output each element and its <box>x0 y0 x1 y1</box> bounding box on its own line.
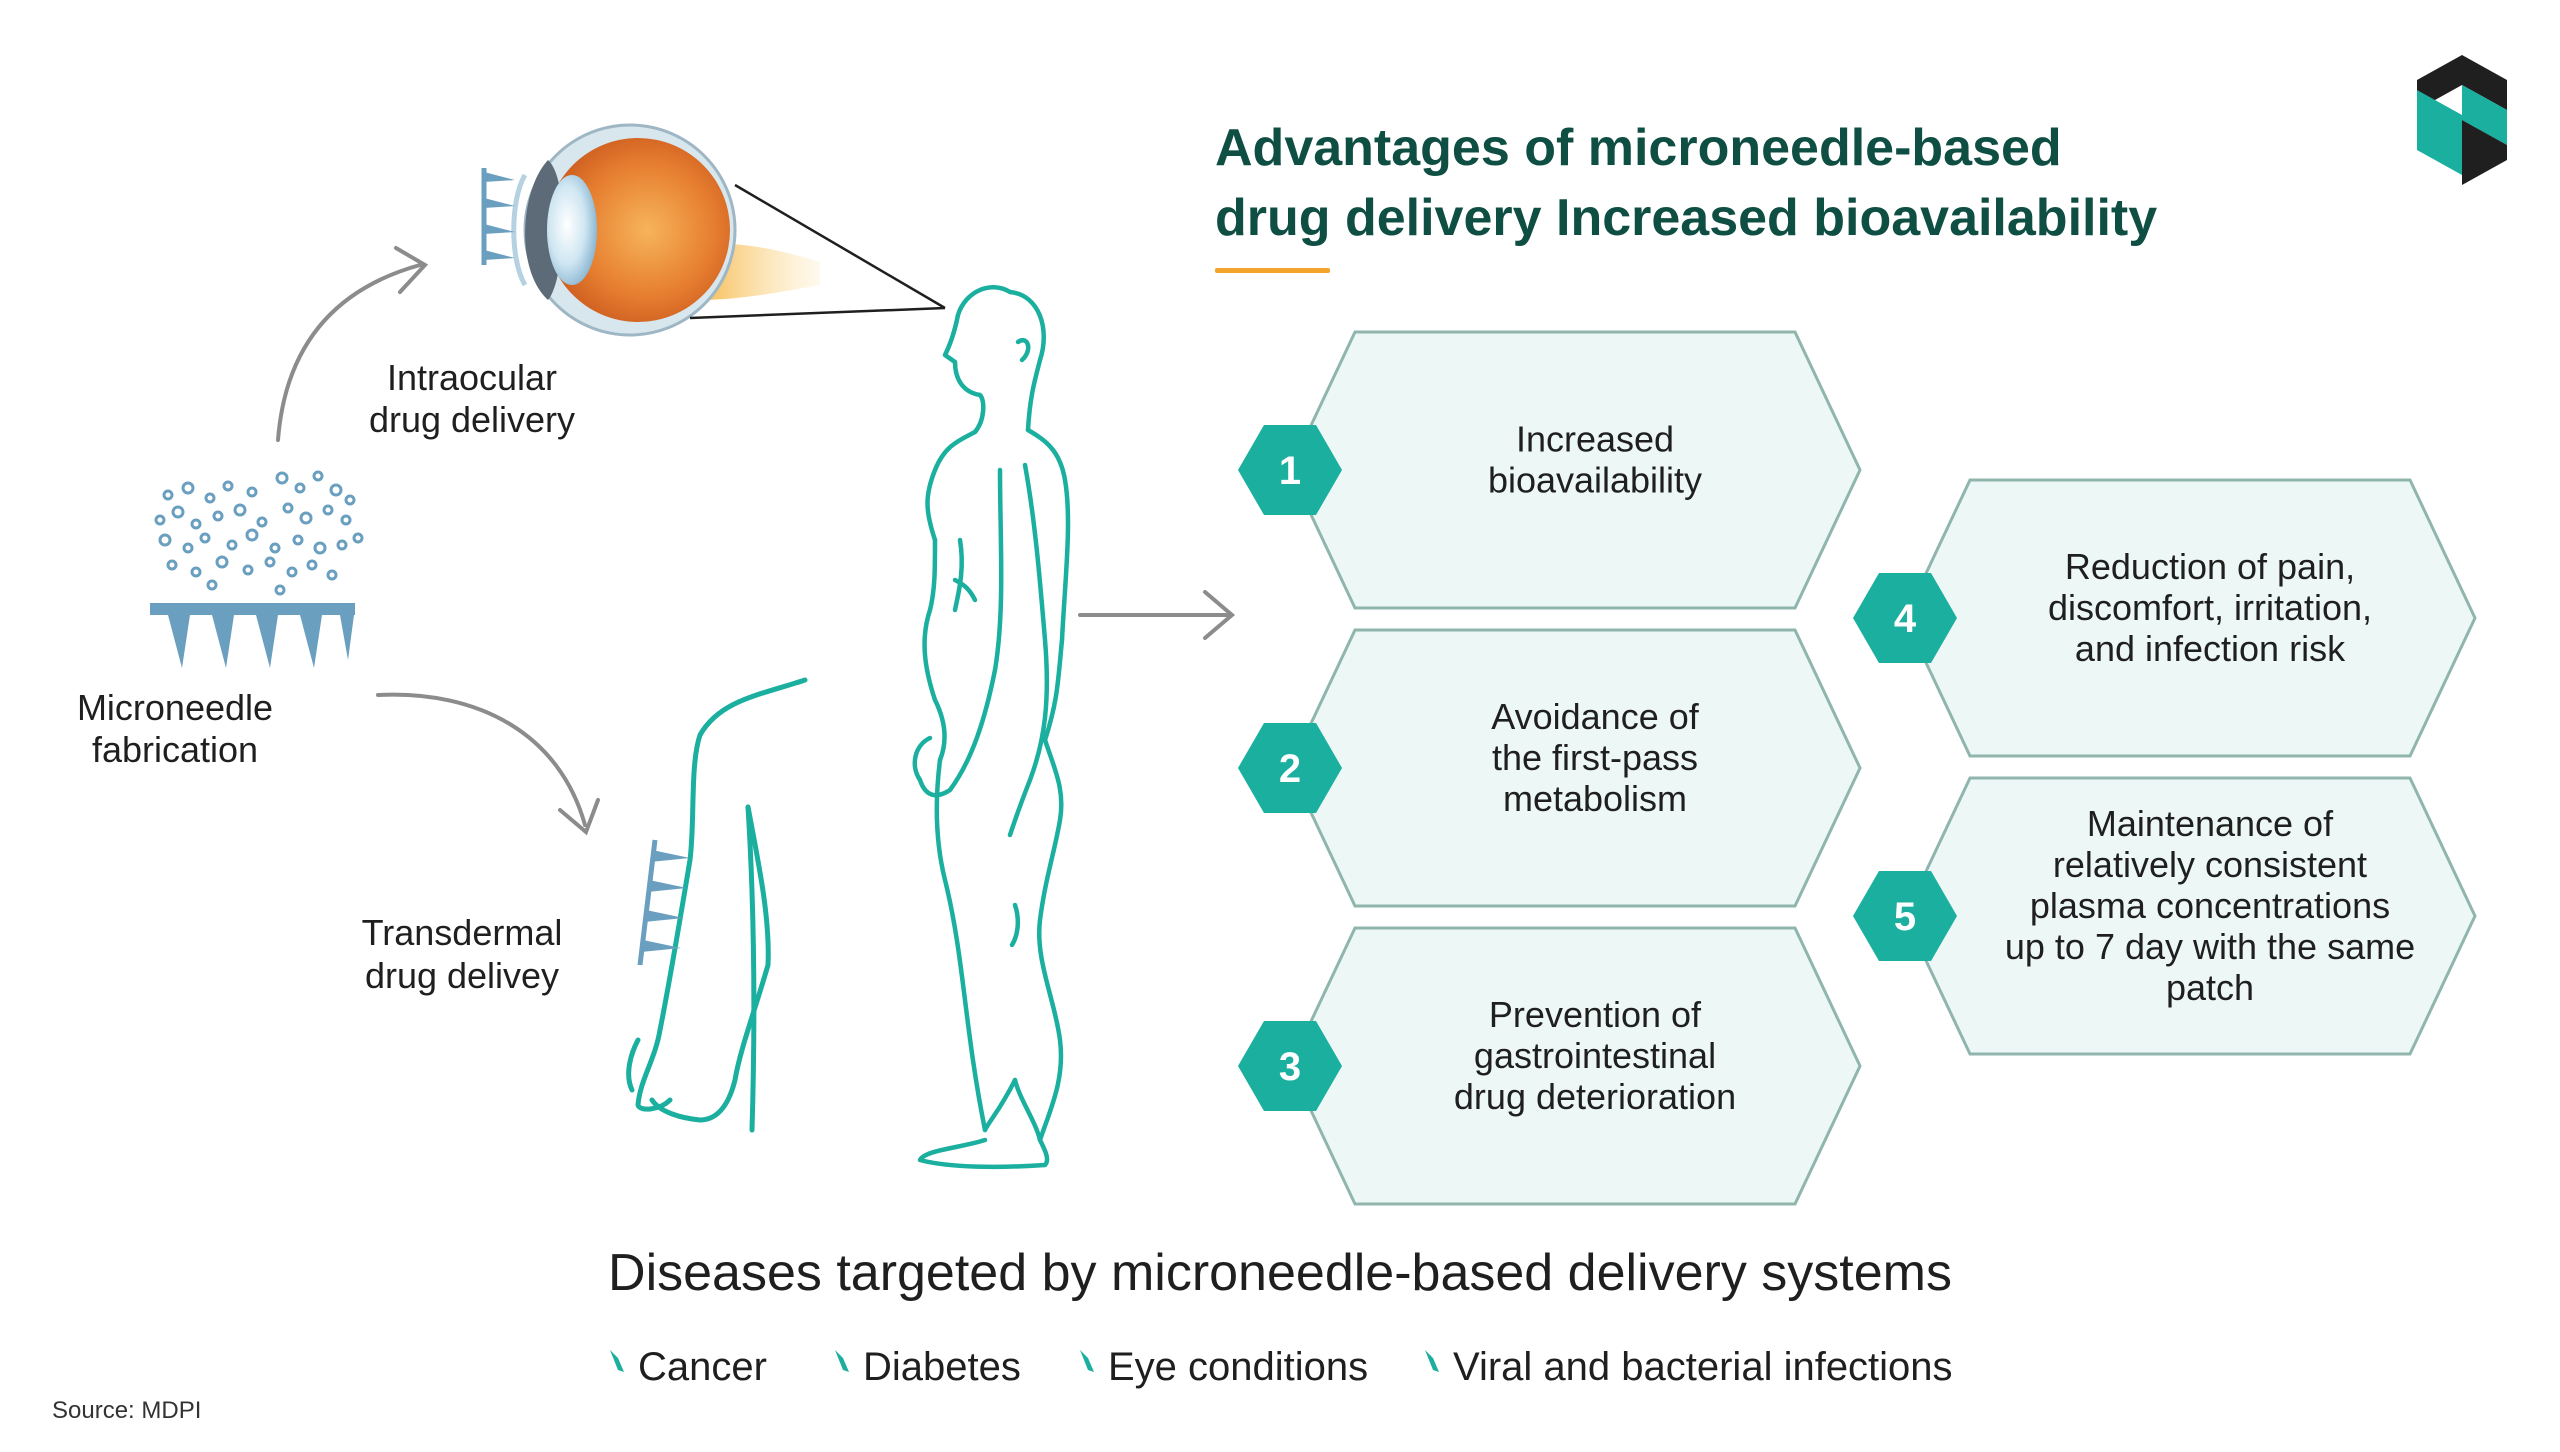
advantage-text-line: metabolism <box>1503 778 1687 819</box>
patch-base <box>150 603 355 615</box>
advantage-text-line: discomfort, irritation, <box>2048 587 2372 628</box>
header: Advantages of microneedle-based drug del… <box>1215 119 2157 273</box>
arrow-to-intraocular <box>276 246 429 442</box>
number-badge-label: 1 <box>1279 449 1301 493</box>
number-badge <box>1853 572 1957 664</box>
disease-item: Eye conditions <box>1080 1345 1368 1389</box>
disease-label: Eye conditions <box>1108 1345 1368 1389</box>
brand-logo <box>2417 55 2507 185</box>
number-badge-label: 4 <box>1894 597 1917 641</box>
advantage-text-line: Maintenance of <box>2087 803 2334 844</box>
transdermal-label-1: Transdermal <box>362 912 563 953</box>
advantage-text-line: and infection risk <box>2075 628 2346 669</box>
number-badge-label: 2 <box>1279 747 1301 791</box>
disease-label: Cancer <box>638 1345 767 1389</box>
arrow-to-transdermal <box>376 692 600 836</box>
number-badge <box>1238 1020 1342 1112</box>
number-badge <box>1238 722 1342 814</box>
particles-icon <box>154 470 364 596</box>
advantage-text-line: bioavailability <box>1488 460 1702 501</box>
arm-outline <box>626 677 808 1133</box>
arrow-to-advantages <box>1078 590 1236 640</box>
advantage-text-line: Reduction of pain, <box>2065 546 2355 587</box>
number-badge-label: 3 <box>1279 1045 1301 1089</box>
advantage-text-line: Avoidance of <box>1491 696 1699 737</box>
disease-label: Viral and bacterial infections <box>1453 1345 1953 1389</box>
disease-label: Diabetes <box>863 1345 1021 1389</box>
microneedle-fabrication-illustration <box>150 470 364 668</box>
title-line-1: Advantages of microneedle-based <box>1215 119 2062 177</box>
advantage-text-line: drug deterioration <box>1454 1076 1736 1117</box>
title-underline <box>1215 268 1330 273</box>
bullet-icon <box>610 1350 624 1372</box>
diseases-title: Diseases targeted by microneedle-based d… <box>608 1244 1952 1302</box>
advantage-text-line: up to 7 day with the same <box>2005 926 2415 967</box>
bullet-icon <box>1425 1350 1439 1372</box>
number-badge <box>1853 870 1957 962</box>
advantage-text-line: plasma concentrations <box>2030 885 2390 926</box>
title-line-2: drug delivery Increased bioavailability <box>1215 189 2157 247</box>
arm-microneedle-icon <box>637 839 690 966</box>
advantage-text-line: Increased <box>1516 419 1674 460</box>
advantage-4: 4 Reduction of pain,discomfort, irritatio… <box>1853 478 2477 758</box>
bullet-icon <box>835 1350 849 1372</box>
bullet-icon <box>1080 1350 1094 1372</box>
advantage-text-line: patch <box>2166 967 2254 1008</box>
fabrication-label-1: Microneedle <box>77 687 273 728</box>
fabrication-label-2: fabrication <box>92 729 258 770</box>
number-badge <box>1238 424 1342 516</box>
intraocular-label-1: Intraocular <box>387 357 557 398</box>
disease-item: Viral and bacterial infections <box>1425 1345 1953 1389</box>
number-badge-label: 5 <box>1894 895 1916 939</box>
eye-callout-lines <box>689 183 946 320</box>
source-note: Source: MDPI <box>52 1397 201 1424</box>
eye-illustration <box>481 123 820 337</box>
advantage-text-line: Prevention of <box>1489 994 1702 1035</box>
advantage-text-line: the first-pass <box>1492 737 1698 778</box>
advantage-text-line: gastrointestinal <box>1474 1035 1716 1076</box>
human-figure <box>912 285 1071 1170</box>
diseases-list: Cancer Diabetes Eye conditions Viral and ba… <box>610 1345 1953 1389</box>
transdermal-label-2: drug delivey <box>365 955 559 996</box>
advantage-text-line: relatively consistent <box>2053 844 2367 885</box>
microneedles-icon <box>168 615 354 668</box>
disease-item: Diabetes <box>835 1345 1021 1389</box>
disease-item: Cancer <box>610 1345 767 1389</box>
intraocular-label-2: drug delivery <box>369 399 575 440</box>
